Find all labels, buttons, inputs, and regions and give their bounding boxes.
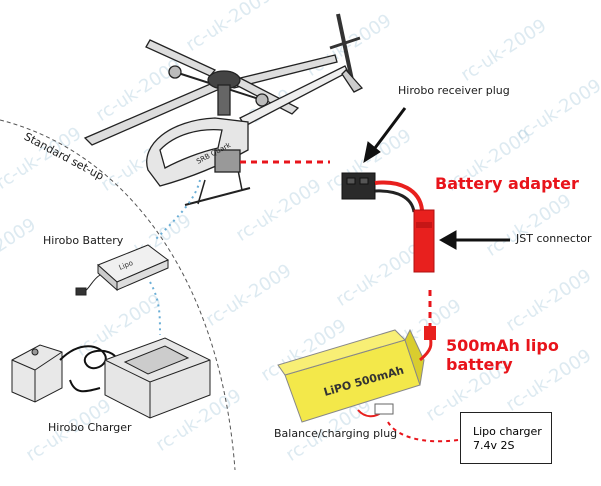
balance-plug	[374, 403, 394, 415]
balance-plug-label: Balance/charging plug	[274, 427, 398, 440]
standard-setup-arc	[0, 119, 236, 471]
receiver-plug-label: Hirobo receiver plug	[398, 84, 510, 97]
arrow-receiver-plug	[363, 107, 407, 164]
battery-adapter-label: Battery adapter	[435, 174, 579, 193]
adapter-wire	[374, 180, 424, 211]
lipo-charger-line1: Lipo charger	[473, 425, 542, 438]
jst-connector-label: JST connector	[516, 232, 592, 245]
helicopter-illustration	[83, 13, 364, 206]
red-dashed-link-bottom	[387, 421, 459, 443]
lipo-charger-box: Lipo charger 7.4v 2S	[460, 412, 552, 464]
blue-dotted-battery-to-charger	[149, 281, 161, 336]
lipo-charger-line2: 7.4v 2S	[473, 439, 515, 452]
jst-connector	[413, 209, 435, 273]
lipo-battery-label-line1: 500mAh lipo	[446, 336, 559, 355]
blue-dotted-heli-to-battery	[154, 179, 201, 241]
hirobo-charger-label: Hirobo Charger	[48, 421, 132, 434]
receiver-plug	[341, 172, 376, 200]
hirobo-charger-illustration	[11, 337, 211, 419]
lipo-battery-label: 500mAh lipo battery	[446, 336, 559, 374]
hirobo-battery-label: Hirobo Battery	[43, 234, 124, 247]
arrow-jst-connector	[438, 230, 510, 250]
lipo-battery-label-line2: battery	[446, 355, 513, 374]
lipo-pack	[277, 328, 425, 423]
hirobo-battery-illustration	[75, 244, 169, 296]
